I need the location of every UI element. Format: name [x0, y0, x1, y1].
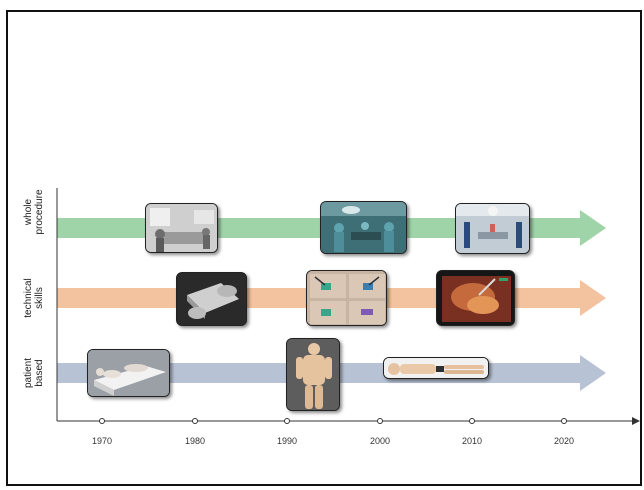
x-tick-label-2010: 2010: [461, 436, 483, 446]
x-tick-1980: [192, 418, 198, 424]
row-label-line: technical: [23, 278, 34, 318]
manikin-table-illustration: [88, 350, 169, 396]
image-full-body-simulator: [383, 357, 489, 379]
x-tick-label-2000: 2000: [369, 436, 391, 446]
image-manikin-on-table: [87, 349, 170, 397]
row-label-line: based: [34, 359, 45, 387]
row-label-line: skills: [34, 287, 45, 309]
image-box-trainer-hands: [176, 272, 247, 326]
virtual-or-illustration: [456, 204, 529, 253]
task-grid-illustration: [307, 271, 386, 325]
x-tick-2020: [561, 418, 567, 424]
x-tick-label-1970: 1970: [91, 436, 113, 446]
vr-screen-illustration: [437, 271, 514, 325]
row-label-patient-based: patient based: [23, 358, 45, 388]
image-vintage-simulation-room: [145, 203, 218, 253]
row-label-line: procedure: [34, 189, 45, 235]
image-torso-manikin: [286, 338, 340, 411]
full-body-simulator-illustration: [384, 358, 488, 378]
image-virtual-operating-room: [455, 203, 530, 254]
row-label-line: patient: [23, 357, 34, 389]
row-label-line: whole: [23, 198, 34, 226]
x-tick-2010: [469, 418, 475, 424]
x-axis-ticks: [99, 418, 567, 424]
x-tick-1970: [99, 418, 105, 424]
image-operating-room: [320, 201, 407, 254]
box-trainer-illustration: [177, 273, 246, 325]
operating-room-illustration: [321, 202, 406, 253]
x-tick-label-2020: 2020: [553, 436, 575, 446]
x-tick-2000: [377, 418, 383, 424]
image-laparoscopic-task-grid: [306, 270, 387, 326]
x-tick-label-1980: 1980: [184, 436, 206, 446]
x-axis-arrowhead: [632, 417, 640, 425]
vintage-room-illustration: [146, 204, 217, 252]
x-tick-label-1990: 1990: [276, 436, 298, 446]
x-tick-1990: [284, 418, 290, 424]
image-vr-laparoscopy-screen: [436, 270, 515, 326]
row-label-whole-procedure: whole procedure: [23, 189, 45, 234]
row-label-technical-skills: technical skills: [23, 278, 45, 317]
torso-manikin-illustration: [287, 339, 339, 410]
